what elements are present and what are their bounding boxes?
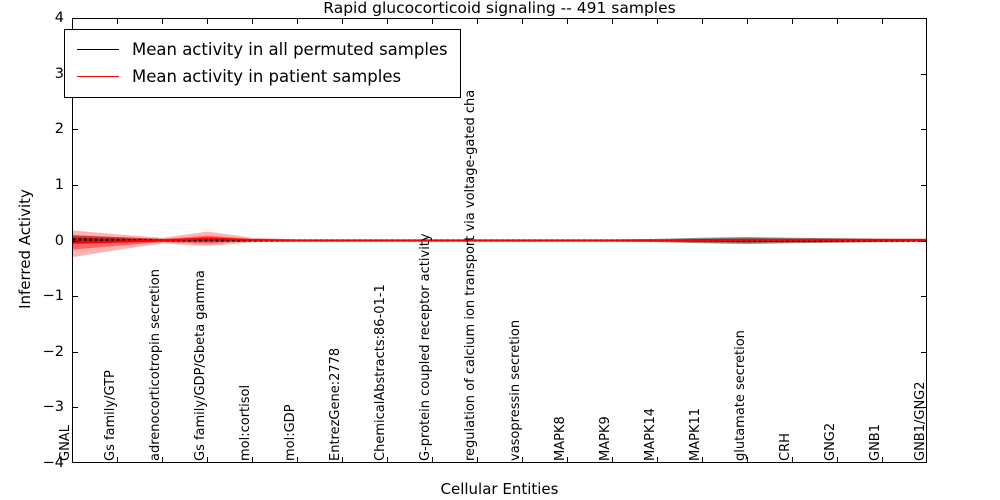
y-tick-mark (921, 351, 927, 353)
y-tick-mark (921, 407, 927, 409)
x-tick-label: Gs family/GDP/Gbeta gamma (193, 270, 208, 461)
x-tick-label: mol:cortisol (238, 384, 253, 461)
x-tick-mark (432, 18, 433, 24)
y-tick-mark (72, 129, 78, 131)
x-tick-mark (297, 18, 298, 24)
x-tick-mark (612, 18, 613, 24)
y-tick-mark (921, 296, 927, 298)
x-tick-mark (252, 457, 253, 463)
x-tick-label: mol:GDP (283, 404, 298, 461)
x-tick-mark (387, 457, 388, 463)
x-tick-mark (207, 18, 208, 24)
y-tick-mark (921, 129, 927, 131)
series-line (73, 237, 926, 244)
x-tick-label: G-protein coupled receptor activity (418, 233, 433, 461)
x-tick-label: CRH (778, 433, 793, 461)
x-tick-mark (837, 18, 838, 24)
x-tick-mark (432, 457, 433, 463)
legend-item-patient: Mean activity in patient samples (73, 63, 448, 90)
x-tick-mark (117, 457, 118, 463)
x-tick-mark (522, 457, 523, 463)
x-tick-mark (612, 457, 613, 463)
y-tick-label: 1 (54, 176, 64, 193)
y-tick-label: 3 (54, 65, 64, 82)
x-tick-mark (792, 457, 793, 463)
legend-line-icon-patient (77, 76, 119, 77)
x-tick-label: MAPK11 (688, 407, 703, 461)
x-tick-mark (747, 18, 748, 24)
x-tick-mark (882, 18, 883, 24)
x-tick-mark (522, 18, 523, 24)
y-tick-label: 2 (54, 121, 64, 138)
legend-item-permuted: Mean activity in all permuted samples (73, 36, 448, 63)
y-tick-label: −4 (42, 455, 64, 471)
x-tick-label: MAPK14 (643, 407, 658, 461)
x-tick-mark (207, 457, 208, 463)
x-tick-mark (657, 457, 658, 463)
x-tick-mark (792, 18, 793, 24)
confidence-band (73, 230, 926, 258)
y-axis: 4 3 2 1 0 −1 −2 −3 −4 (0, 11, 64, 470)
x-tick-mark (882, 457, 883, 463)
y-tick-mark (72, 351, 78, 353)
plot-canvas (73, 230, 926, 258)
y-tick-mark (72, 240, 78, 242)
x-tick-label: vasopressin secretion (508, 319, 523, 461)
y-tick-mark (921, 73, 927, 75)
x-tick-label: regulation of calcium ion transport via … (463, 89, 478, 461)
x-tick-mark (297, 457, 298, 463)
x-tick-label: GNB1 (868, 424, 883, 461)
x-tick-label: Gs family/GTP (103, 370, 118, 461)
x-tick-mark (837, 457, 838, 463)
x-tick-mark (342, 18, 343, 24)
x-tick-mark (567, 18, 568, 24)
x-tick-label: adrenocorticotropin secretion (148, 269, 163, 461)
x-tick-mark (117, 18, 118, 24)
x-axis-label: Cellular Entities (440, 480, 559, 498)
y-tick-label: −3 (42, 399, 64, 416)
legend-label-patient: Mean activity in patient samples (132, 67, 402, 86)
y-tick-label: 0 (54, 232, 64, 249)
x-tick-mark (342, 457, 343, 463)
x-tick-label: glutamate secretion (733, 330, 748, 461)
legend-label-permuted: Mean activity in all permuted samples (132, 40, 448, 59)
y-tick-label: −1 (42, 288, 64, 305)
y-tick-mark (921, 240, 927, 242)
y-tick-label: 4 (54, 10, 64, 26)
x-tick-mark (477, 18, 478, 24)
x-tick-mark (162, 457, 163, 463)
legend-line-icon-permuted (77, 49, 119, 50)
x-tick-label: MAPK9 (598, 416, 613, 461)
x-tick-mark (747, 457, 748, 463)
chart-title: Rapid glucocorticoid signaling -- 491 sa… (323, 0, 676, 17)
y-tick-mark (72, 407, 78, 409)
x-tick-mark (252, 18, 253, 24)
x-tick-mark (702, 457, 703, 463)
y-tick-mark (72, 296, 78, 298)
x-tick-mark (567, 457, 568, 463)
x-tick-mark (477, 457, 478, 463)
y-tick-label: −2 (42, 343, 64, 360)
x-tick-label: MAPK8 (553, 416, 568, 461)
x-tick-label: ChemicalAbstracts:86-01-1 (373, 284, 388, 461)
y-axis-label: Inferred Activity (16, 189, 34, 309)
y-tick-mark (921, 184, 927, 186)
y-tick-mark (72, 184, 78, 186)
x-tick-label: EntrezGene:2778 (328, 347, 343, 461)
x-tick-mark (387, 18, 388, 24)
x-tick-label: GNB1/GNG2 (913, 381, 928, 461)
legend: Mean activity in all permuted samples Me… (64, 29, 461, 98)
x-tick-mark (702, 18, 703, 24)
x-tick-mark (657, 18, 658, 24)
x-tick-label: GNG2 (823, 422, 838, 461)
x-tick-mark (162, 18, 163, 24)
